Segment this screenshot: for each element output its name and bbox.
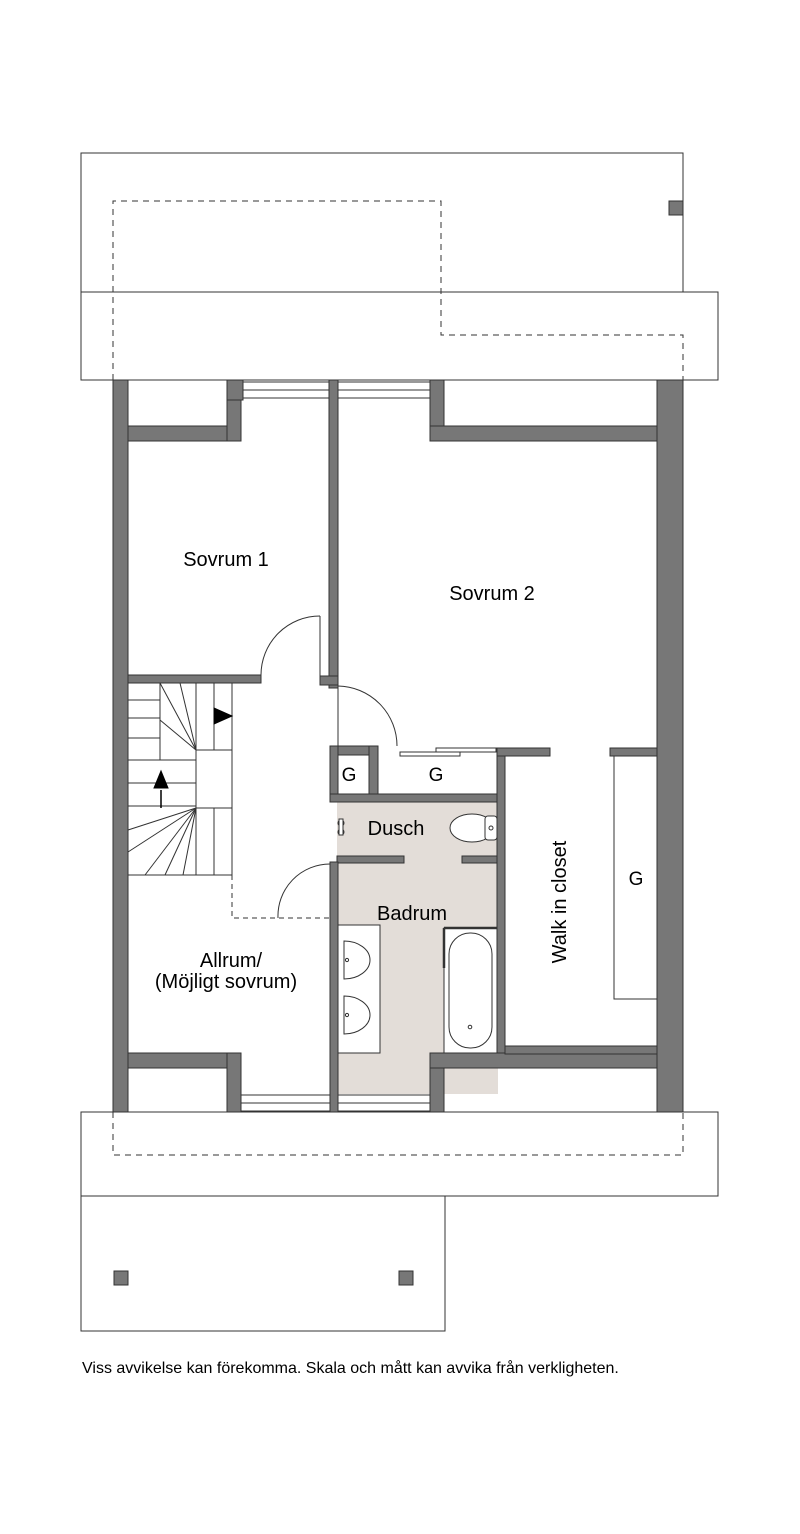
- staircase: [127, 682, 233, 876]
- label-storage-2: G: [429, 765, 444, 786]
- doors: [260, 615, 497, 919]
- chimney-top: [668, 200, 684, 216]
- label-storage-1: G: [342, 765, 357, 786]
- label-allrum-line2: (Möjligt sovrum): [155, 971, 297, 993]
- label-walk-in-closet: Walk in closet: [549, 840, 571, 963]
- dashed-stair-boundary: [231, 875, 330, 919]
- windows: [240, 381, 431, 1112]
- label-sovrum2: Sovrum 2: [449, 583, 535, 605]
- label-dusch: Dusch: [368, 818, 425, 840]
- dashed-outline-top: [112, 200, 684, 380]
- closet-shelf: [613, 755, 658, 1000]
- disclaimer-text: Viss avvikelse kan förekomma. Skala och …: [82, 1360, 619, 1377]
- bathroom-fixtures: [337, 813, 498, 1054]
- label-storage-3: G: [629, 869, 644, 890]
- label-badrum: Badrum: [377, 903, 447, 925]
- walls: [112, 379, 684, 1113]
- stair-arrows: [153, 707, 234, 808]
- label-sovrum1: Sovrum 1: [183, 549, 269, 571]
- roof-top: [80, 152, 719, 381]
- shower-head-icon: [337, 818, 345, 836]
- pillar-left: [113, 1270, 129, 1286]
- label-allrum-line1: Allrum/: [200, 950, 263, 972]
- pillar-right: [398, 1270, 414, 1286]
- roof-bottom: [80, 1111, 719, 1332]
